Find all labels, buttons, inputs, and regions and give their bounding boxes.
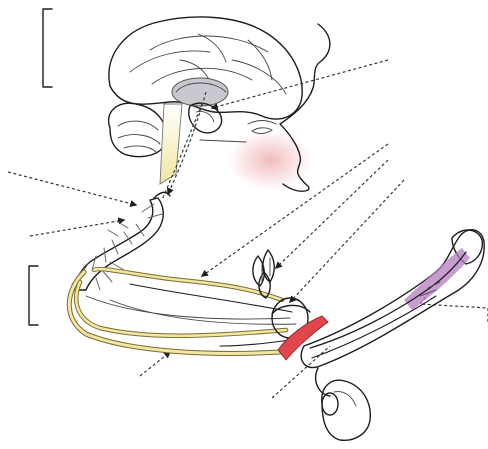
callout-lines — [8, 60, 488, 398]
midbrain — [189, 103, 222, 133]
face-blush — [228, 130, 312, 190]
thalamus — [172, 78, 228, 106]
upper-left-bracket — [43, 9, 52, 87]
pelvic-nerve — [69, 272, 280, 353]
left-middle-bracket — [29, 266, 38, 325]
penis — [301, 230, 484, 368]
testis — [316, 368, 371, 440]
brainstem-tract — [160, 104, 182, 184]
corpus-cavernosum — [404, 248, 470, 310]
head-profile — [228, 24, 330, 191]
